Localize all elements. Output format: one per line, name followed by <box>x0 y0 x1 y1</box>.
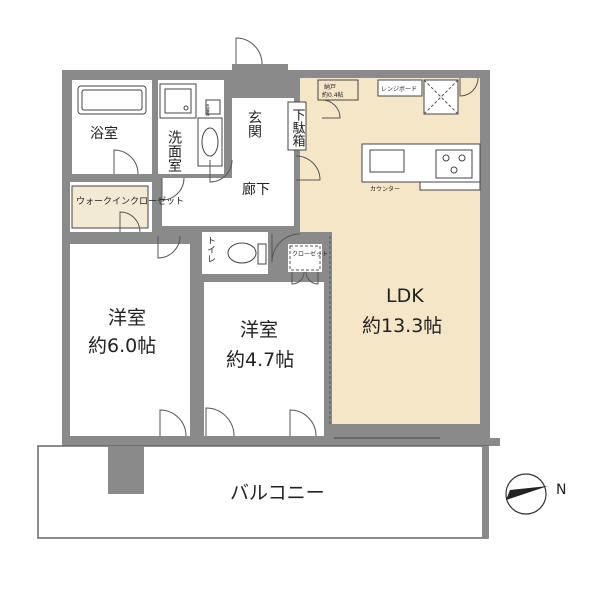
bathtub-inner <box>81 89 143 111</box>
balcony-pillar <box>108 446 144 494</box>
western-room-2-label: 洋室 <box>240 319 278 341</box>
balcony-label: バルコニー <box>230 482 325 504</box>
toilet-label: トイレ <box>205 236 216 263</box>
stove <box>435 149 473 179</box>
washer-label: 洗濯機 <box>206 103 211 117</box>
bath-label: 浴室 <box>90 125 118 142</box>
counter-label: カウンター <box>370 185 400 193</box>
ldk-label: LDK <box>386 285 424 307</box>
balcony-edge <box>482 446 488 538</box>
washer-box <box>159 83 197 119</box>
walk-in-closet-box <box>71 185 149 229</box>
closet-label: クローゼット <box>292 250 328 258</box>
compass-n-label: N <box>556 482 566 498</box>
storage-box <box>317 79 359 101</box>
range-board-label: レンジボード <box>381 85 417 93</box>
walk-in-closet-label: ウォークインクローゼット <box>76 195 184 207</box>
western-1-door-south <box>159 409 187 437</box>
hall-connector <box>232 160 294 180</box>
closet-door-2 <box>305 271 319 285</box>
vanity-basin <box>201 127 219 157</box>
western-room-2-floor <box>204 282 324 436</box>
closet-outline <box>289 245 321 271</box>
hall-area <box>162 178 294 226</box>
fridge-x-2 <box>423 79 459 115</box>
closet-room <box>288 244 322 272</box>
washer-drum <box>164 88 192 114</box>
western-room-1-size: 約6.0帖 <box>88 335 156 357</box>
toilet-door <box>271 233 301 263</box>
western-2-door-1 <box>205 407 235 437</box>
burner-3 <box>450 166 458 174</box>
toilet-bowl <box>227 242 257 264</box>
ldk-corner-arc <box>459 77 479 97</box>
burner-2 <box>458 154 466 162</box>
entrance-door <box>235 37 263 65</box>
western-room-1-label: 洋室 <box>108 307 146 329</box>
north-compass: N <box>505 473 566 515</box>
western-1-door <box>157 235 181 259</box>
shoe-box <box>287 101 307 151</box>
western-2-door-2 <box>289 409 317 437</box>
walk-in-door <box>119 211 141 233</box>
hall-label: 廊下 <box>242 181 270 198</box>
storage-label: 納戸 <box>324 83 336 91</box>
bath-door <box>113 149 139 175</box>
hall-door <box>209 159 233 183</box>
ldk-size: 約13.3帖 <box>362 315 442 337</box>
western-room-2-size: 約4.7帖 <box>226 349 294 371</box>
washer-drain <box>183 105 189 111</box>
toilet-tank <box>257 243 267 265</box>
entrance-label: 玄関 <box>246 109 262 139</box>
storage-door <box>321 99 341 119</box>
washroom-door <box>161 177 185 201</box>
washroom-shelf <box>205 99 221 115</box>
storage-size-label: 約0.4帖 <box>322 91 344 99</box>
western-room-1-floor <box>70 244 190 436</box>
ldk-door <box>295 155 321 181</box>
range-board <box>377 79 423 97</box>
compass-needle <box>506 486 548 500</box>
washroom-label: 洗面室 <box>166 130 182 172</box>
entrance-area <box>232 98 294 162</box>
burner-1 <box>442 154 450 162</box>
compass-circle <box>505 473 547 515</box>
bathtub <box>77 85 147 115</box>
fridge-x-1 <box>423 79 459 115</box>
kitchen-sink <box>369 149 405 173</box>
counter-extension <box>419 181 481 191</box>
shoe-box-label: 下駄箱 <box>290 108 306 147</box>
closet-door-1 <box>291 271 305 285</box>
